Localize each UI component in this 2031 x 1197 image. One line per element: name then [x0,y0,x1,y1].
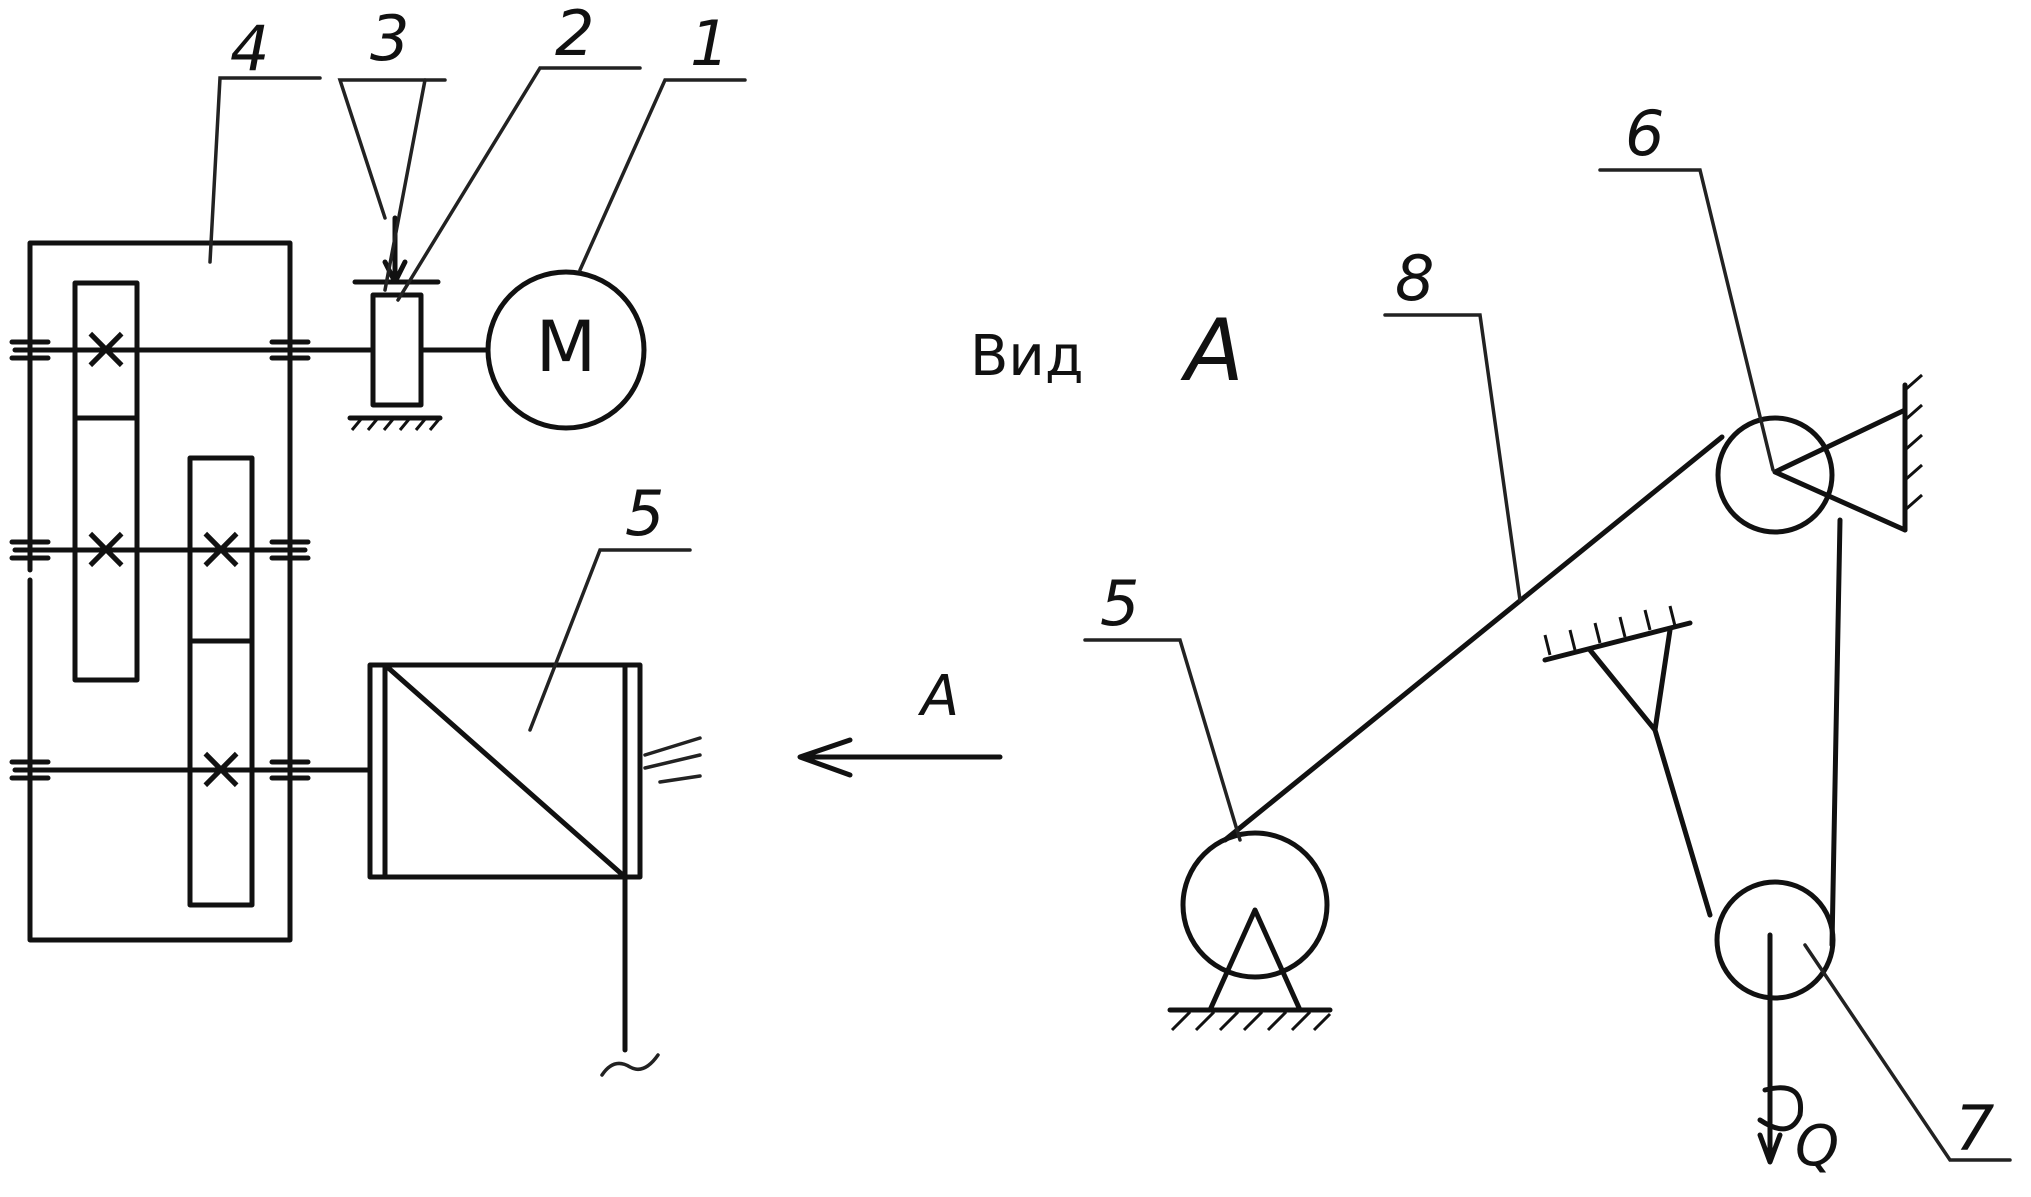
fixed-pulley-6 [1715,373,1923,535]
electric-motor: M [485,269,647,431]
view-title-word: Вид [970,324,1084,389]
view-title-letter: A [1180,301,1244,401]
gear-fixed-mark: × [80,311,132,384]
callout-5-right: 5 [1100,567,1139,640]
callout-2: 2 [555,0,594,70]
wheel-gear-1 [72,415,140,683]
drive-scheme: × × × × M [9,0,1003,1077]
view-arrow-label: A [918,664,959,729]
wheel-gear-2 [187,638,255,908]
callout-8: 8 [1395,242,1434,315]
gear-fixed-mark: × [195,511,247,584]
callout-4: 4 [230,12,269,85]
fixed-anchor [1542,605,1693,733]
callout-7: 7 [1955,1092,1994,1165]
rope [1222,434,1843,948]
callout-leaders-left [208,66,747,732]
brake-coupling [347,215,443,431]
winch-drum [367,662,702,1077]
callout-leaders-right [1083,168,2012,1162]
drum-5-support [1167,830,1333,1032]
view-direction-arrow: A [797,664,1003,778]
load-label: Q [1795,1114,1839,1179]
gear-fixed-mark: × [195,731,247,804]
callout-5-left: 5 [625,477,664,550]
callout-1: 1 [690,7,729,80]
view-a: Вид A [970,97,2012,1179]
movable-pulley-7: Q [1714,879,1839,1179]
gear-fixed-mark: × [80,511,132,584]
callout-6: 6 [1625,97,1664,170]
callout-3: 3 [370,2,409,75]
motor-symbol: M [536,306,596,388]
bearings [9,339,311,781]
